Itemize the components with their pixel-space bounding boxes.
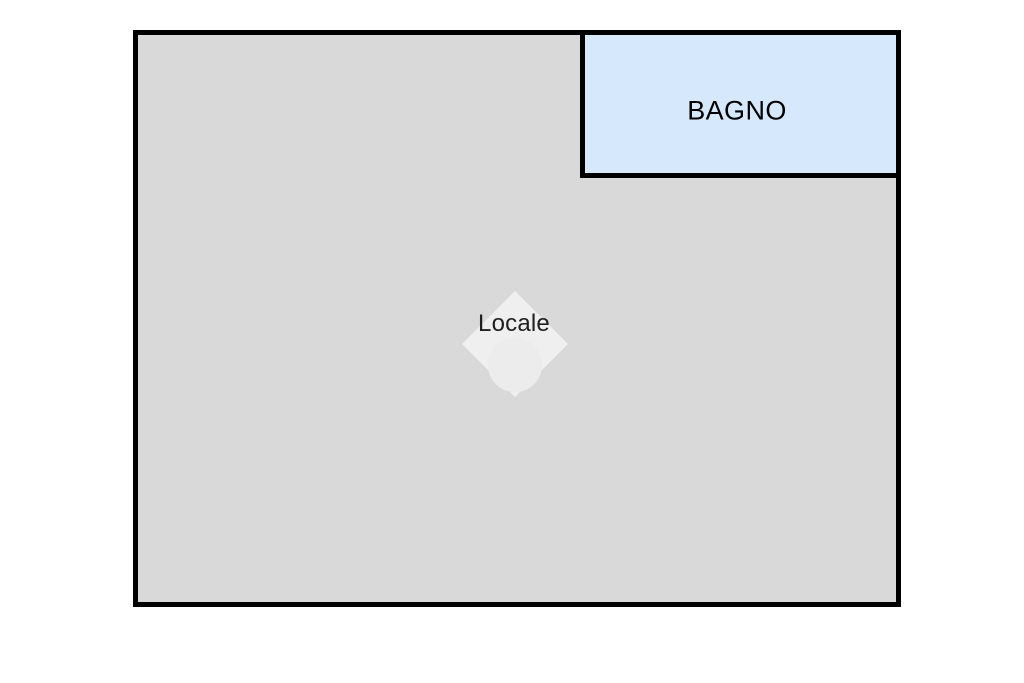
watermark-circle-overlay <box>488 338 542 392</box>
wall-bagno-partition <box>580 30 901 178</box>
wall-outer-perimeter <box>133 30 901 607</box>
map-pin-watermark-icon <box>462 291 568 397</box>
room-shape-bagno[interactable] <box>582 32 899 176</box>
